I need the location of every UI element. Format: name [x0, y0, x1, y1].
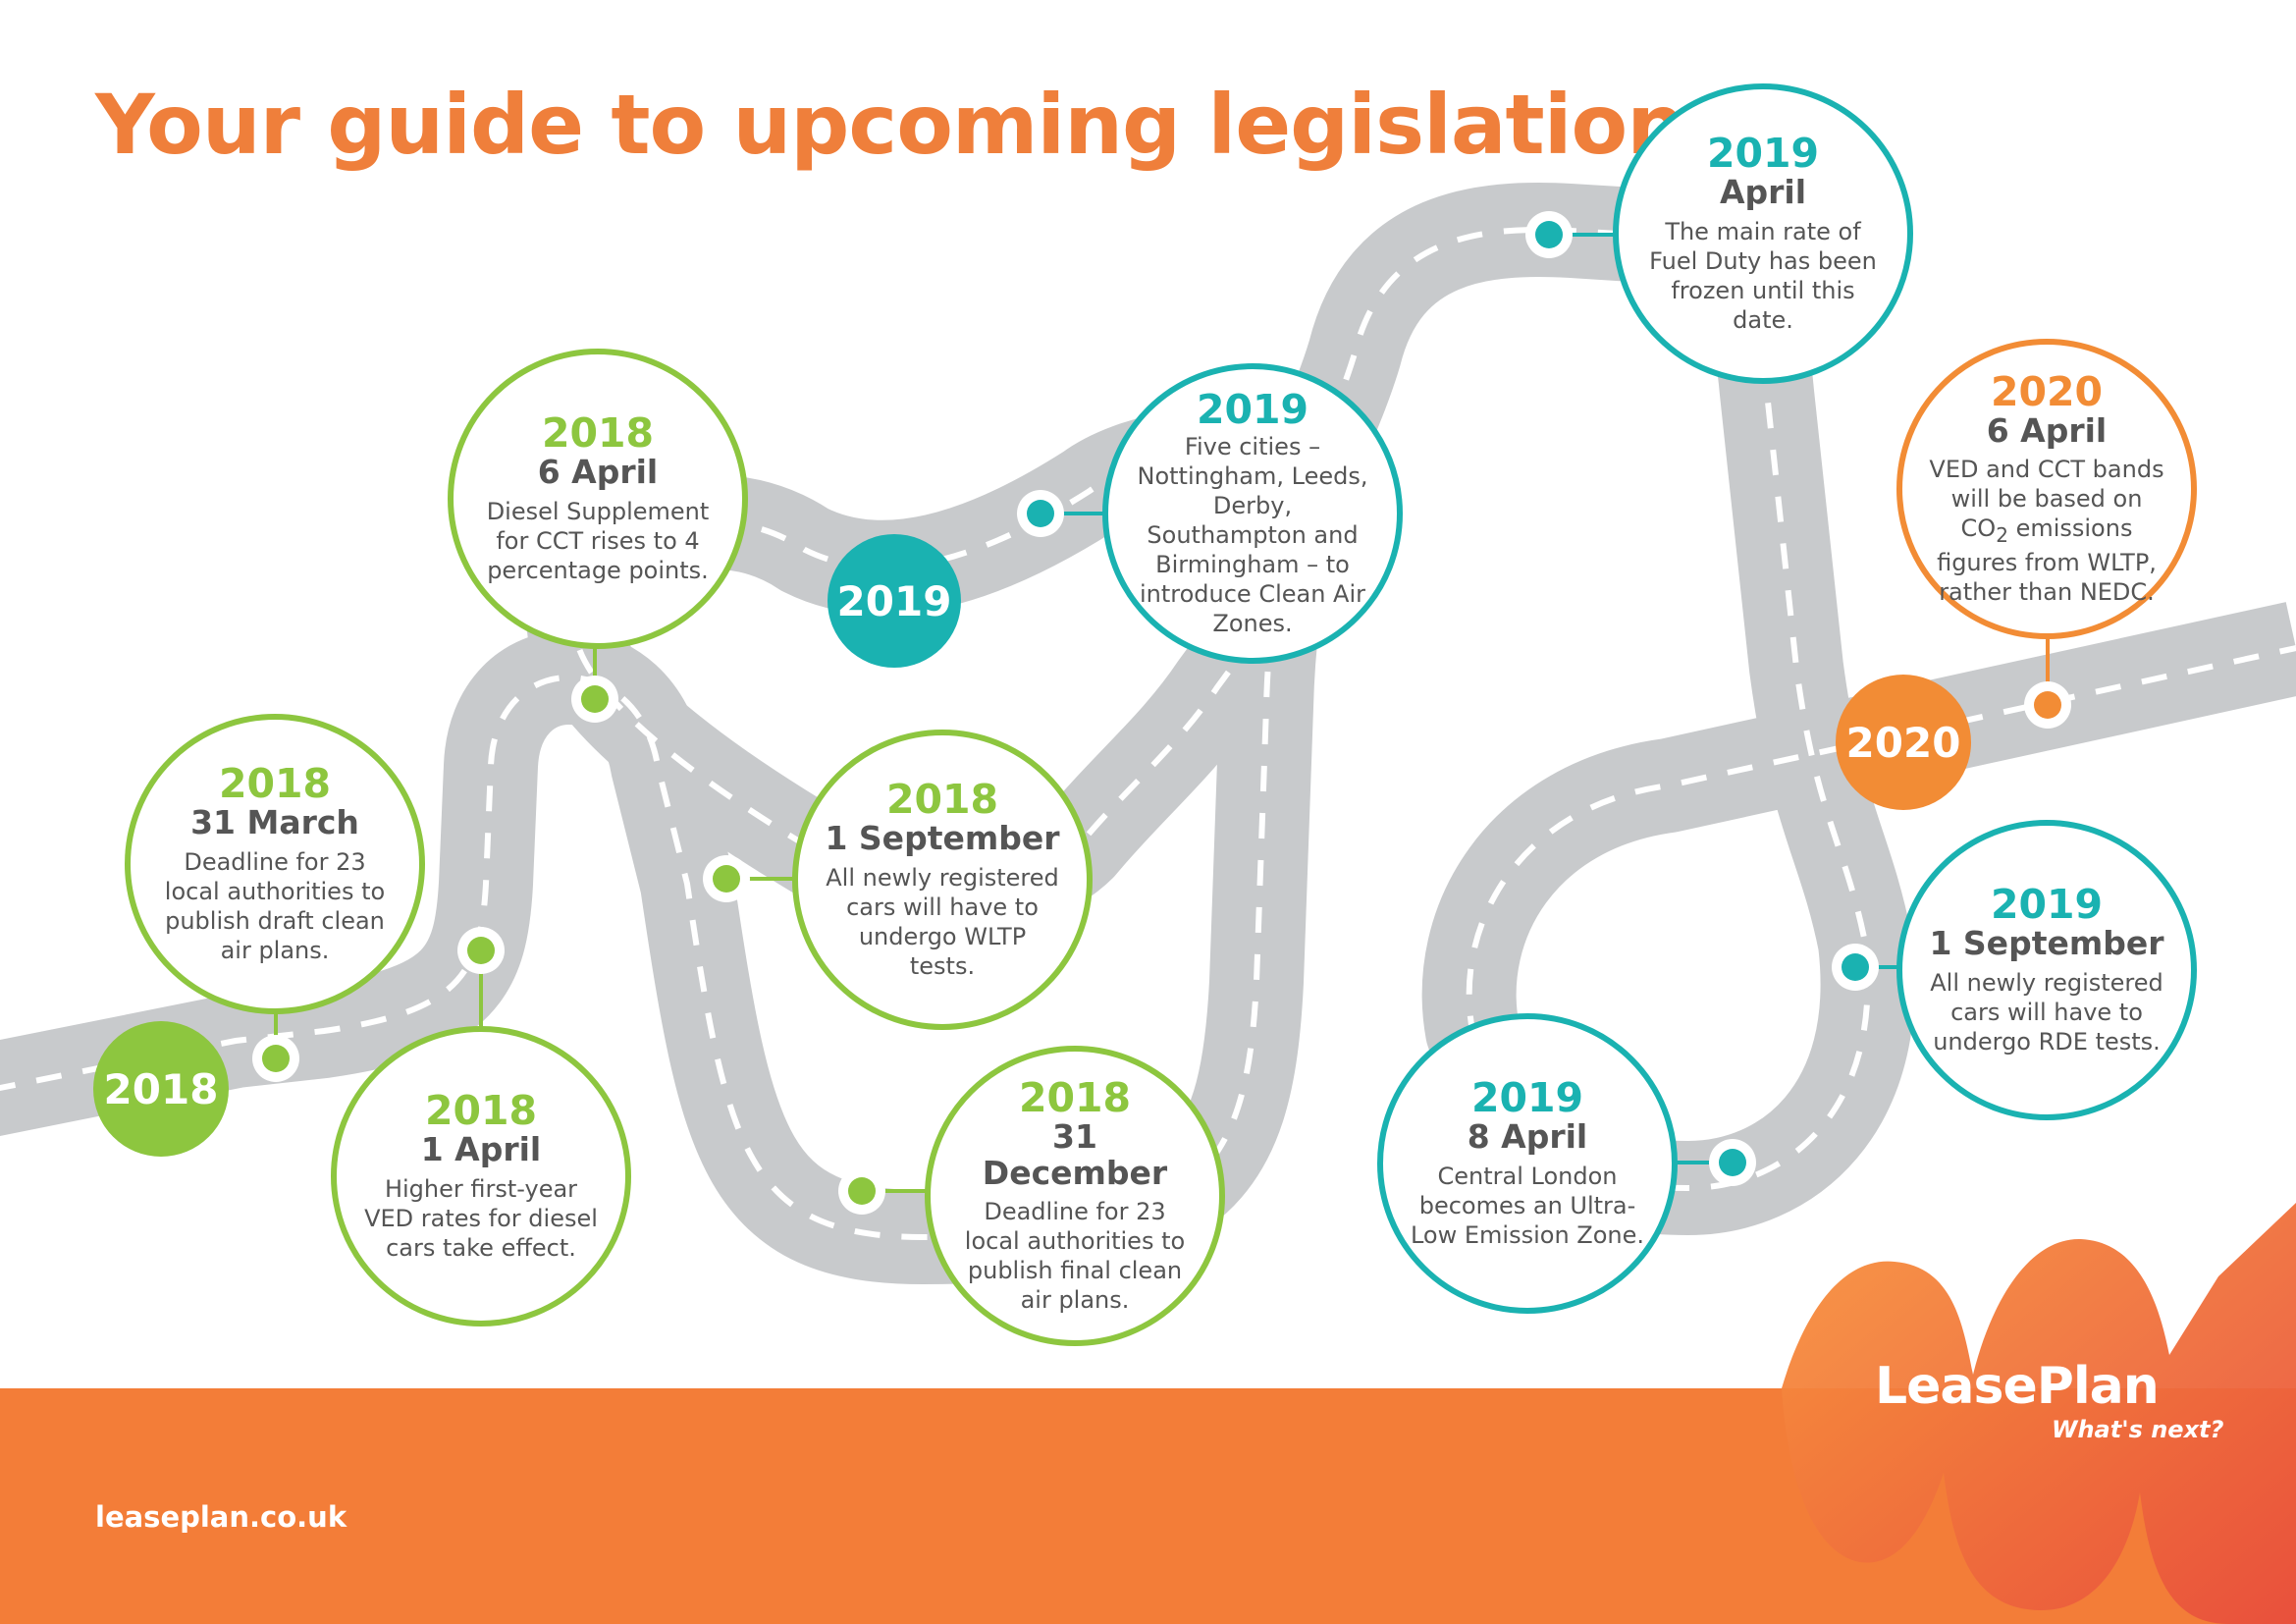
milestone-2018-6-april: 2018 6 April Diesel Supplement for CCT r…: [448, 349, 748, 649]
milestone-2019-8-april: 2019 8 April Central London becomes an U…: [1377, 1013, 1678, 1314]
milestone-2019-april: 2019 April The main rate of Fuel Duty ha…: [1613, 83, 1913, 384]
milestone-year: 2019: [1470, 1074, 1584, 1122]
milestone-year: 2018: [218, 760, 332, 808]
milestone-date: 6 April: [537, 453, 659, 492]
milestone-date: 31 December: [982, 1117, 1168, 1192]
milestone-text: All newly registered cars will have to u…: [826, 863, 1059, 980]
milestone-2018-31-march: 2018 31 March Deadline for 23 local auth…: [125, 714, 425, 1014]
milestone-date: 1 April: [420, 1130, 542, 1169]
milestone-date: 31 March: [190, 803, 359, 842]
milestone-text: Higher first-year VED rates for diesel c…: [364, 1174, 598, 1262]
footer-url-link[interactable]: leaseplan.co.uk: [95, 1500, 347, 1534]
milestone-year: 2018: [541, 409, 655, 458]
year-marker-2019: 2019: [828, 534, 961, 668]
milestone-text-part: emissions figures from WLTP, rather than…: [1937, 514, 2157, 607]
milestone-date: 1 September: [825, 819, 1060, 858]
co2-subscript: 2: [1996, 523, 2008, 548]
milestone-year: 2020: [1990, 367, 2104, 415]
milestone-year: 2018: [1018, 1074, 1132, 1122]
milestone-2018-31-december: 2018 31 December Deadline for 23 local a…: [925, 1046, 1225, 1346]
milestone-text: Five cities – Nottingham, Leeds, Derby, …: [1137, 432, 1368, 637]
milestone-text: Deadline for 23 local authorities to pub…: [164, 847, 386, 964]
milestone-date: 8 April: [1467, 1117, 1588, 1157]
milestone-date: 1 September: [1929, 924, 2164, 963]
milestone-2018-1-april: 2018 1 April Higher first-year VED rates…: [331, 1026, 631, 1326]
milestone-year: 2019: [1196, 386, 1309, 434]
milestone-date: April: [1719, 173, 1807, 212]
milestone-text-part: VED and CCT bands will be based on CO: [1929, 456, 2164, 543]
milestone-text: All newly registered cars will have to u…: [1930, 968, 2163, 1056]
road-stops: [252, 211, 2071, 1215]
milestone-text: Diesel Supplement for CCT rises to 4 per…: [486, 497, 710, 584]
milestone-2020-6-april: 2020 6 April VED and CCT bands will be b…: [1896, 339, 2197, 639]
milestone-text: The main rate of Fuel Duty has been froz…: [1649, 217, 1877, 334]
milestone-text: Deadline for 23 local authorities to pub…: [964, 1197, 1186, 1314]
milestone-2019-clean-air-zones: 2019 Five cities – Nottingham, Leeds, De…: [1102, 363, 1403, 664]
year-marker-2018: 2018: [93, 1021, 229, 1157]
milestone-text: VED and CCT bands will be based on CO2 e…: [1928, 455, 2165, 607]
milestone-date: 6 April: [1986, 410, 2108, 450]
brand-tagline: What's next?: [2052, 1416, 2224, 1443]
milestone-text: Central London becomes an Ultra-Low Emis…: [1410, 1162, 1645, 1249]
milestone-year: 2019: [1706, 130, 1820, 178]
brand-name: LeasePlan: [1875, 1357, 2160, 1416]
year-marker-2020: 2020: [1836, 675, 1971, 810]
page-title: Your guide to upcoming legislation: [95, 77, 1685, 173]
milestone-2019-1-september: 2019 1 September All newly registered ca…: [1896, 820, 2197, 1120]
milestone-2018-1-september: 2018 1 September All newly registered ca…: [792, 730, 1093, 1030]
milestone-year: 2018: [885, 776, 999, 824]
milestone-year: 2018: [424, 1087, 538, 1135]
milestone-year: 2019: [1990, 881, 2104, 929]
